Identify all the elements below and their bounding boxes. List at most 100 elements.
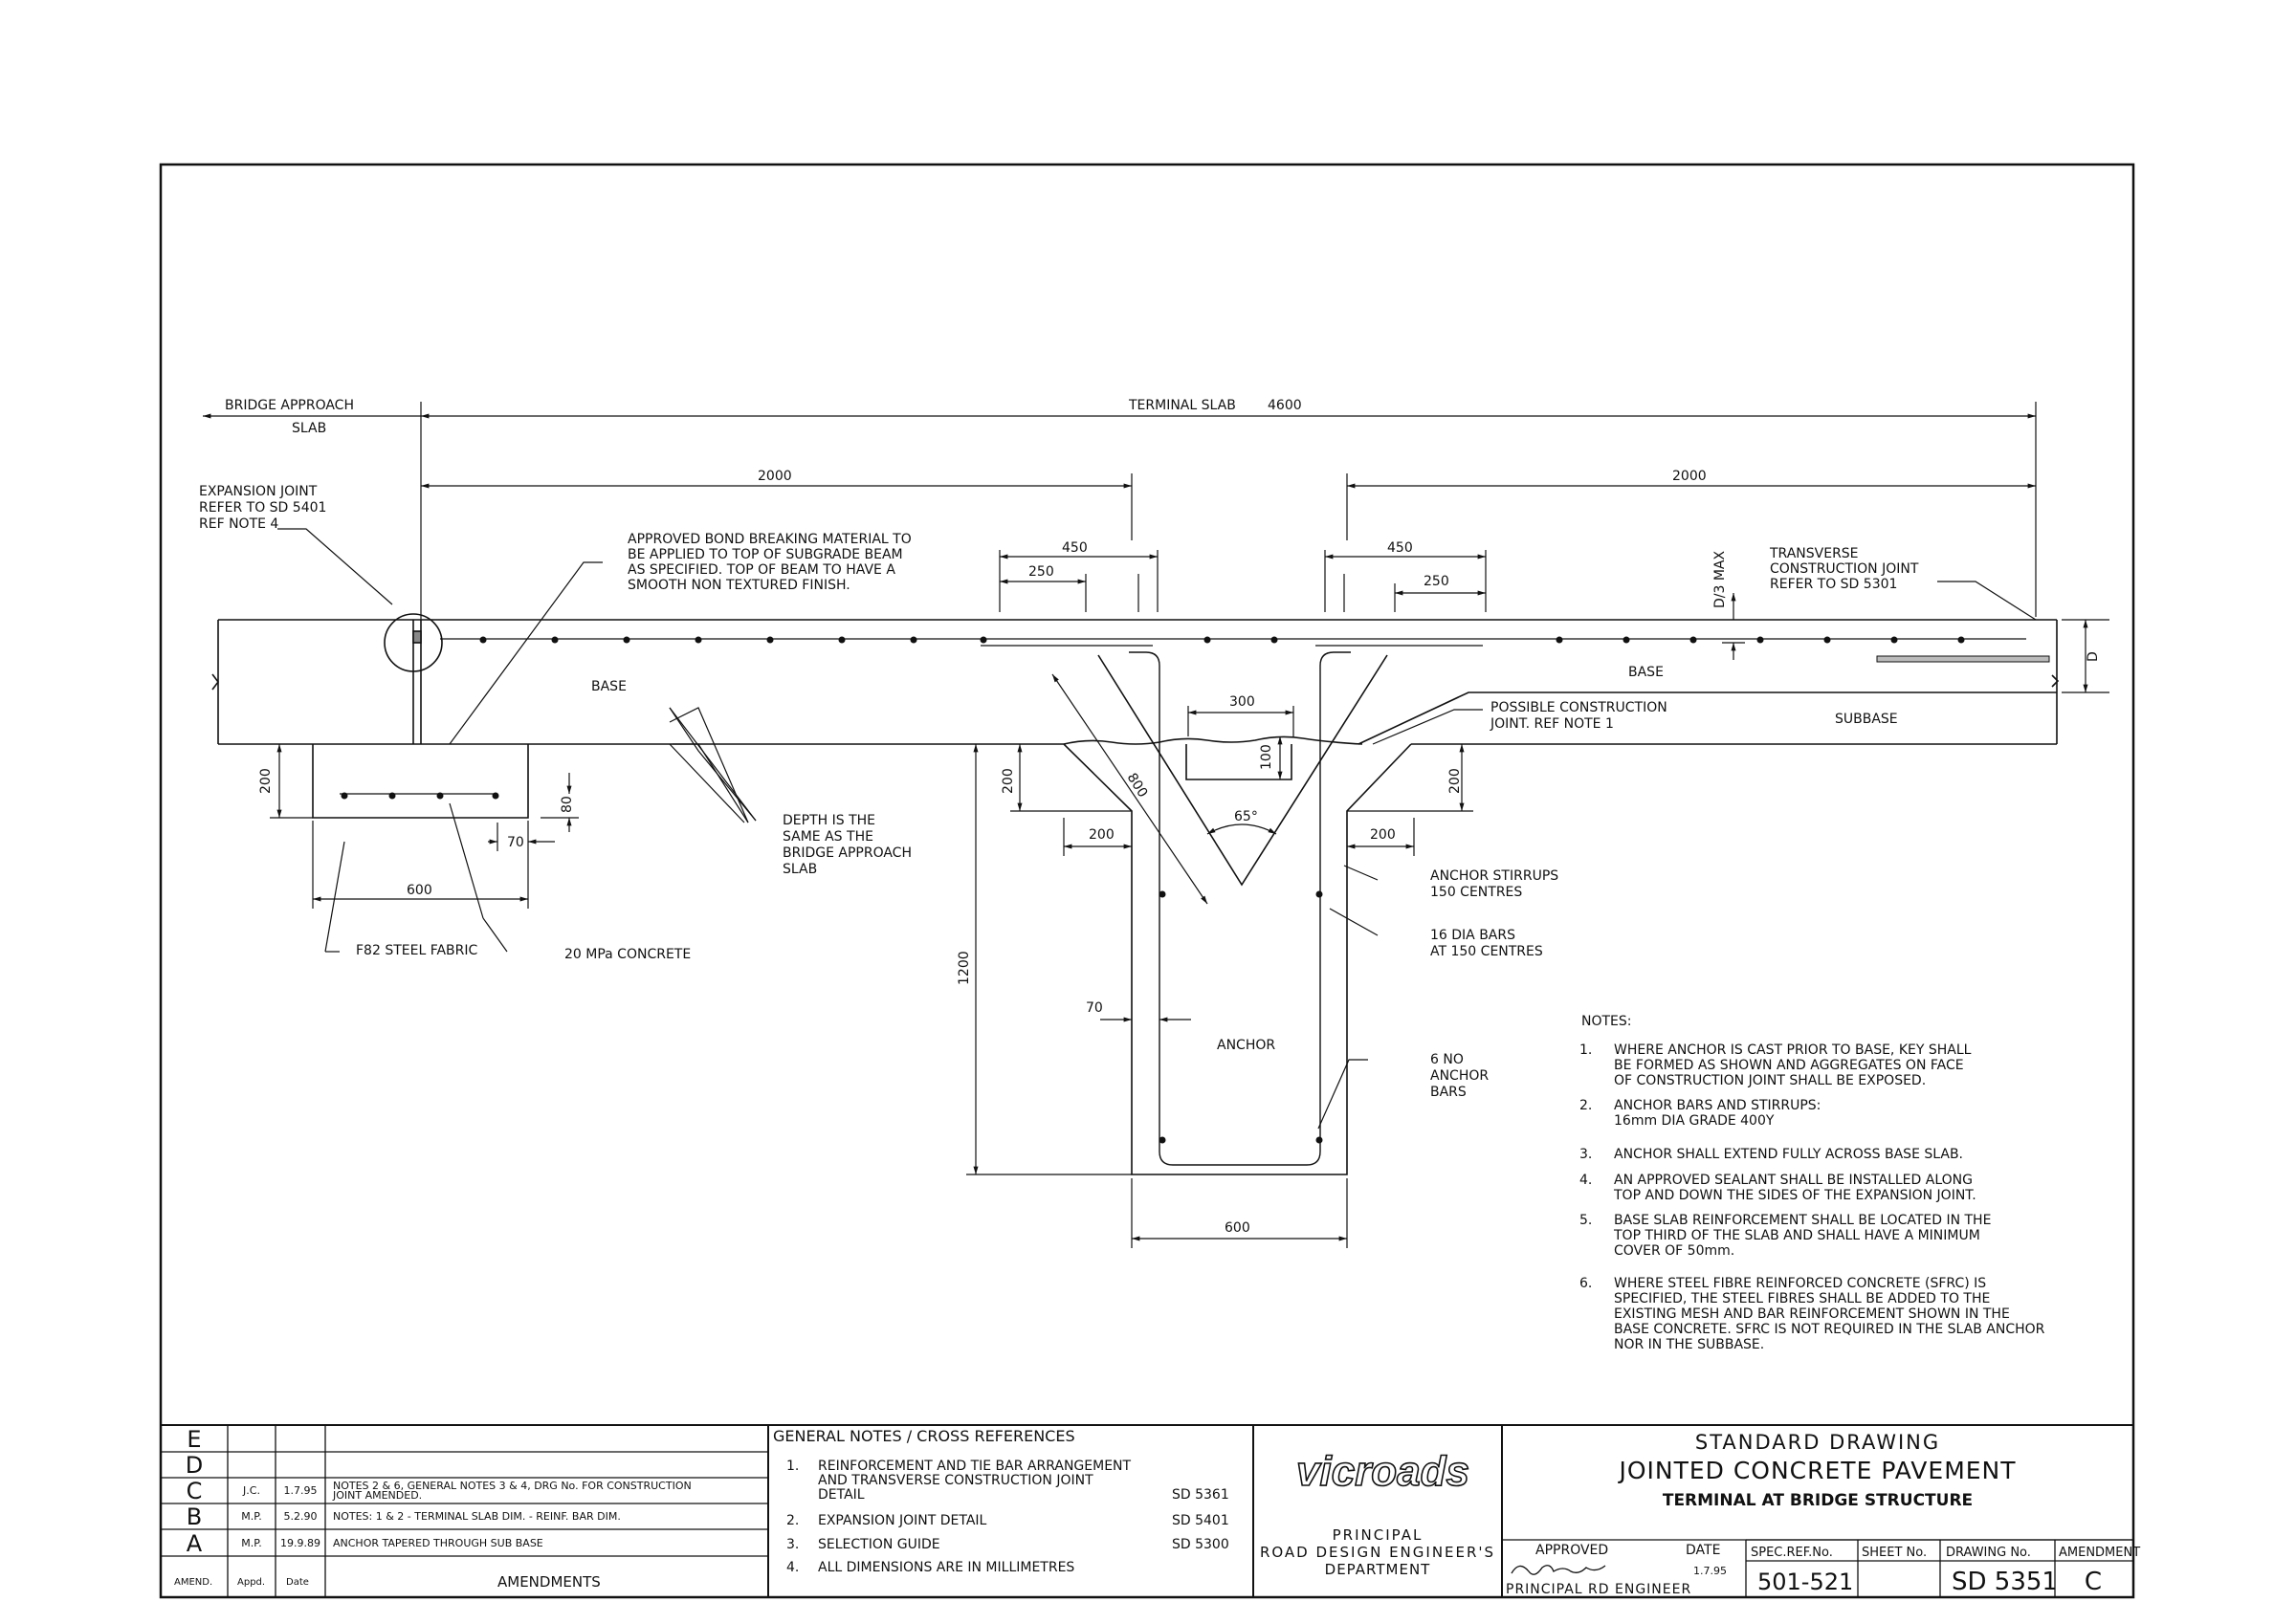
note-number: 6. bbox=[1579, 1276, 1592, 1291]
notes-title: NOTES: bbox=[1581, 1014, 1632, 1029]
depth-label-1: DEPTH IS THE bbox=[783, 813, 875, 828]
approved-label: APPROVED bbox=[1535, 1543, 1608, 1558]
dim-2000-right: 2000 bbox=[1672, 469, 1707, 484]
bridge-approach-label: BRIDGE APPROACH bbox=[225, 398, 354, 413]
dim-100: 100 bbox=[1259, 744, 1274, 770]
note-number: 1. bbox=[1579, 1042, 1592, 1058]
note-number: 5. bbox=[1579, 1213, 1592, 1228]
date-label: DATE bbox=[1686, 1543, 1720, 1558]
vicroads-logo: vicroads bbox=[1296, 1448, 1469, 1495]
dim-250-left: 250 bbox=[1028, 564, 1054, 580]
title-block: STANDARD DRAWING JOINTED CONCRETE PAVEME… bbox=[1506, 1431, 2140, 1597]
general-note-line: SELECTION GUIDE bbox=[818, 1537, 940, 1552]
general-note-number: 3. bbox=[786, 1537, 799, 1552]
amendment-letter: E bbox=[187, 1426, 201, 1453]
spec-ref-header: SPEC.REF.No. bbox=[1751, 1546, 1833, 1560]
amend-header: AMEND. bbox=[174, 1577, 212, 1588]
amendment-value: C bbox=[2085, 1568, 2102, 1596]
general-note-line: ALL DIMENSIONS ARE IN MILLIMETRES bbox=[818, 1560, 1074, 1575]
depth-label-3: BRIDGE APPROACH bbox=[783, 845, 912, 861]
engineer-label: PRINCIPAL RD ENGINEER bbox=[1506, 1582, 1691, 1597]
general-note-ref: SD 5401 bbox=[1172, 1513, 1229, 1528]
bond-label-2: BE APPLIED TO TOP OF SUBGRADE BEAM bbox=[628, 547, 903, 562]
pcj-label-1: POSSIBLE CONSTRUCTION bbox=[1490, 700, 1667, 715]
amendments-grid bbox=[161, 1425, 2133, 1597]
base-label-right: BASE bbox=[1628, 665, 1664, 680]
amendment-appd: M.P. bbox=[241, 1510, 261, 1523]
note-line: BE FORMED AS SHOWN AND AGGREGATES ON FAC… bbox=[1614, 1058, 1964, 1073]
amendment-date: 1.7.95 bbox=[284, 1484, 318, 1497]
dim-600-anchor: 600 bbox=[1225, 1220, 1250, 1236]
note-number: 2. bbox=[1579, 1098, 1592, 1113]
stirrups-label-2: 150 CENTRES bbox=[1430, 885, 1522, 900]
note-line: EXISTING MESH AND BAR REINFORCEMENT SHOW… bbox=[1614, 1306, 2010, 1322]
note-line: ANCHOR SHALL EXTEND FULLY ACROSS BASE SL… bbox=[1614, 1147, 1963, 1162]
dim-1200: 1200 bbox=[957, 951, 972, 985]
note-line: COVER OF 50mm. bbox=[1614, 1243, 1734, 1259]
appd-header: Appd. bbox=[237, 1577, 265, 1588]
authority-line-2: ROAD DESIGN ENGINEER'S bbox=[1260, 1544, 1495, 1561]
dim-70-beam: 70 bbox=[507, 835, 524, 850]
dim-200-anchor-left: 200 bbox=[1001, 768, 1016, 794]
depth-label-2: SAME AS THE bbox=[783, 829, 873, 845]
sheet-border bbox=[159, 163, 2135, 1599]
six-bars-label-1: 6 NO bbox=[1430, 1052, 1464, 1067]
dim-200-width-left: 200 bbox=[1089, 827, 1115, 843]
dim-70-anchor: 70 bbox=[1086, 1000, 1103, 1016]
f82-label: F82 STEEL FABRIC bbox=[356, 943, 478, 958]
drawing-labels: BRIDGE APPROACH SLAB TERMINAL SLAB 4600 … bbox=[199, 398, 2101, 1236]
sheet-header: SHEET No. bbox=[1862, 1546, 1927, 1560]
dim-2000-left: 2000 bbox=[758, 469, 792, 484]
amendment-appd: J.C. bbox=[242, 1484, 260, 1497]
dim-450-right: 450 bbox=[1387, 540, 1413, 556]
date-header: Date bbox=[286, 1577, 309, 1588]
dim-80: 80 bbox=[560, 796, 575, 813]
dim-d: D bbox=[2086, 651, 2101, 662]
title-block-frame bbox=[161, 1424, 2133, 1597]
note-number: 4. bbox=[1579, 1173, 1592, 1188]
general-note-number: 4. bbox=[786, 1560, 799, 1575]
note-line: BASE SLAB REINFORCEMENT SHALL BE LOCATED… bbox=[1614, 1213, 1991, 1228]
amendment-letter: D bbox=[186, 1452, 203, 1479]
general-note-ref: SD 5361 bbox=[1172, 1487, 1229, 1503]
drawing-no-value: SD 5351 bbox=[1952, 1568, 2058, 1596]
authority-line-1: PRINCIPAL bbox=[1333, 1526, 1424, 1544]
title-standard-drawing: STANDARD DRAWING bbox=[1695, 1431, 1940, 1454]
base-label-left: BASE bbox=[591, 679, 627, 694]
amendment-letter: C bbox=[187, 1478, 203, 1504]
bridge-approach-label-2: SLAB bbox=[292, 421, 326, 436]
tcj-label-3: REFER TO SD 5301 bbox=[1770, 577, 1897, 592]
note-line: WHERE ANCHOR IS CAST PRIOR TO BASE, KEY … bbox=[1614, 1042, 1972, 1058]
note-line: BASE CONCRETE. SFRC IS NOT REQUIRED IN T… bbox=[1614, 1322, 2045, 1337]
note-line: ANCHOR BARS AND STIRRUPS: bbox=[1614, 1098, 1821, 1113]
dim-200-beam: 200 bbox=[258, 768, 274, 794]
six-bars-label-2: ANCHOR bbox=[1430, 1068, 1489, 1084]
dim-250-right: 250 bbox=[1424, 574, 1449, 589]
dimension-lines bbox=[203, 402, 2109, 1248]
note-line: TOP AND DOWN THE SIDES OF THE EXPANSION … bbox=[1613, 1188, 1976, 1203]
amendment-text-2: JOINT AMENDED. bbox=[332, 1489, 422, 1502]
amendment-header: AMENDMENT bbox=[2059, 1546, 2140, 1560]
bars16-label-2: AT 150 CENTRES bbox=[1430, 944, 1543, 959]
cross-section bbox=[211, 613, 2060, 1175]
title-main: JOINTED CONCRETE PAVEMENT bbox=[1617, 1457, 2016, 1484]
dim-450-left: 450 bbox=[1062, 540, 1088, 556]
tcj-label-2: CONSTRUCTION JOINT bbox=[1770, 561, 1919, 577]
mpa-label: 20 MPa CONCRETE bbox=[564, 947, 691, 962]
subbase-label: SUBBASE bbox=[1835, 712, 1898, 727]
amendment-letter: A bbox=[187, 1530, 203, 1557]
general-notes: GENERAL NOTES / CROSS REFERENCES 1.REINF… bbox=[773, 1427, 1229, 1575]
spec-ref-value: 501-521 bbox=[1757, 1569, 1853, 1595]
amendment-appd: M.P. bbox=[241, 1537, 261, 1549]
general-note-ref: SD 5300 bbox=[1172, 1537, 1229, 1552]
general-notes-title: GENERAL NOTES / CROSS REFERENCES bbox=[773, 1427, 1075, 1445]
general-note-line: EXPANSION JOINT DETAIL bbox=[818, 1513, 987, 1528]
exp-joint-label-2: REFER TO SD 5401 bbox=[199, 500, 326, 516]
bond-label-3: AS SPECIFIED. TOP OF BEAM TO HAVE A bbox=[628, 562, 895, 578]
amendment-text: NOTES 2 & 6, GENERAL NOTES 3 & 4, DRG No… bbox=[333, 1480, 692, 1492]
amendments-header: AMENDMENTS bbox=[497, 1573, 601, 1591]
date-value: 1.7.95 bbox=[1693, 1565, 1727, 1577]
notes-block: NOTES: 1. WHERE ANCHOR IS CAST PRIOR TO B… bbox=[1579, 1014, 2045, 1352]
amendment-date: 19.9.89 bbox=[280, 1537, 320, 1549]
